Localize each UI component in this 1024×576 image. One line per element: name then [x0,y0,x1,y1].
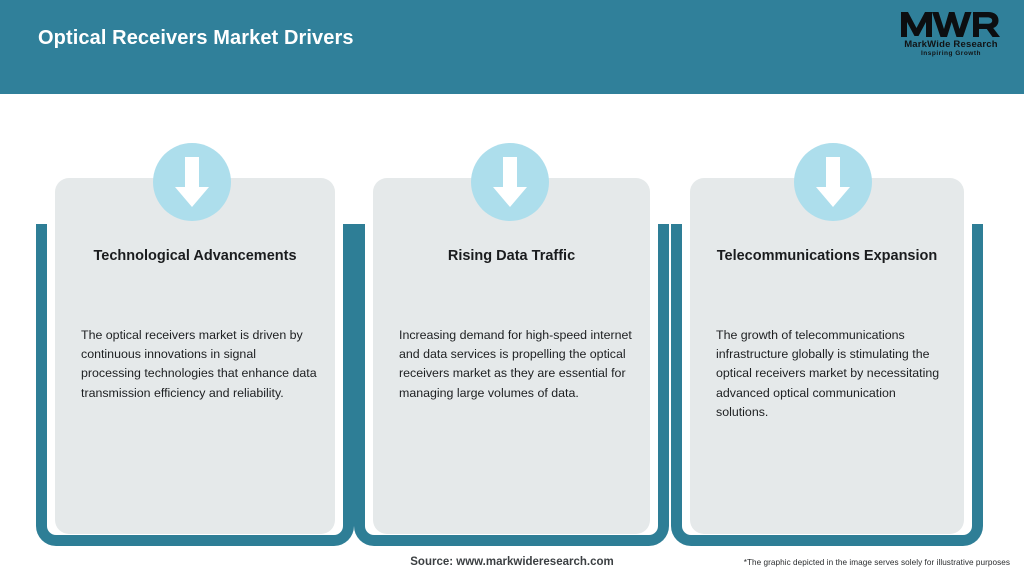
page-header: Optical Receivers Market Drivers MarkWid… [0,0,1024,94]
logo-company-name: MarkWide Research [904,39,998,50]
source-label: Source: www.markwideresearch.com [410,556,614,568]
card-body-text: The optical receivers market is driven b… [81,328,317,400]
arrow-down-icon [153,143,231,221]
card-accent-frame [354,224,669,546]
card-body-text: The growth of telecommunications infrast… [716,328,940,419]
arrow-down-icon [794,143,872,221]
card-accent-frame [36,224,354,546]
card-accent-frame [671,224,983,546]
card-panel: Rising Data Traffic Increasing demand fo… [373,178,650,534]
card-title: Telecommunications Expansion [716,248,938,264]
brand-logo: MarkWide Research Inspiring Growth [892,9,1010,63]
arrow-down-icon [471,143,549,221]
card-panel: Technological Advancements The optical r… [55,178,335,534]
disclaimer-label: *The graphic depicted in the image serve… [743,558,1010,567]
logo-tagline: Inspiring Growth [921,49,981,57]
card-panel: Telecommunications Expansion The growth … [690,178,964,534]
mwr-monogram-icon [901,12,1000,37]
page-title: Optical Receivers Market Drivers [38,27,354,49]
card-title: Technological Advancements [93,248,297,264]
card-title: Rising Data Traffic [447,248,576,264]
card-body-text: Increasing demand for high-speed interne… [399,328,632,400]
